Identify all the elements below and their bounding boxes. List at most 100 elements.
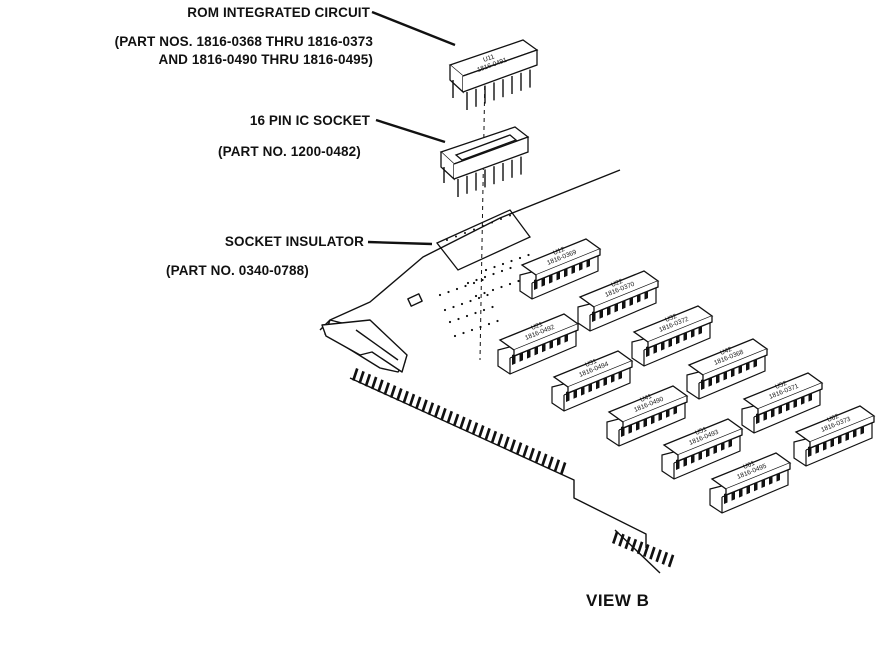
chip-ref: U51 [694, 426, 708, 437]
connector-finger [383, 382, 390, 396]
connector-finger [649, 546, 656, 560]
solder-pad [457, 317, 460, 321]
solder-pad [460, 302, 464, 306]
solder-pad [438, 293, 442, 297]
connector-finger [612, 531, 619, 544]
connector-finger [352, 368, 359, 381]
connector-finger [618, 533, 625, 547]
solder-pad [464, 232, 466, 234]
solder-pad [500, 269, 504, 273]
solder-pad [509, 214, 511, 217]
chip-ref: U21 [530, 321, 544, 332]
connector-finger [408, 393, 416, 407]
connector-finger [440, 407, 447, 421]
connector-finger [522, 444, 529, 458]
connector-finger [509, 439, 516, 453]
socket-insulator-exploded [435, 209, 531, 271]
solder-pad [527, 253, 530, 257]
solder-pad [491, 305, 494, 309]
solder-pad [501, 262, 505, 266]
rom-callout-line2: (PART NOS. 1816-0368 THRU 1816-0373 [114, 34, 373, 49]
solder-pad [464, 284, 467, 288]
solder-pad [508, 282, 512, 286]
connector-finger [459, 416, 466, 430]
solder-pad [475, 278, 478, 282]
connector-finger [624, 536, 631, 550]
connector-finger [427, 402, 435, 416]
connector-finger [553, 459, 561, 473]
solder-pad [469, 299, 472, 303]
connector-finger [471, 422, 479, 436]
connector-finger [528, 447, 535, 461]
leader-rom [371, 10, 456, 47]
exploded-chip-ref: U11 [482, 53, 496, 64]
insulator-callout-title: SOCKET INSULATOR [224, 234, 364, 249]
rom-callout-title: ROM INTEGRATED CIRCUIT [187, 5, 370, 20]
solder-pad [455, 235, 457, 238]
connector-finger [547, 456, 554, 470]
connector-finger [370, 376, 378, 390]
socket-callout-title: 16 PIN IC SOCKET [249, 113, 370, 128]
connector-finger [364, 373, 372, 387]
solder-pad [465, 314, 469, 318]
solder-pad [462, 331, 465, 335]
connector-finger [541, 453, 548, 467]
chip-ref: U62 [826, 413, 840, 424]
chip-ref: U42 [719, 346, 733, 357]
solder-pad [491, 221, 493, 224]
connector-finger [484, 427, 491, 441]
solder-pad [500, 285, 503, 289]
board-solder-pads [438, 214, 530, 338]
solder-pad [487, 322, 491, 326]
connector-finger [534, 450, 542, 464]
connector-finger [630, 538, 638, 552]
solder-pad [484, 268, 488, 272]
solder-pad [453, 334, 457, 338]
rom-callout-parts: (PART NOS. 1816-0368 THRU 1816-0373 AND … [0, 34, 373, 68]
connector-finger [415, 396, 422, 410]
solder-pad [483, 291, 486, 295]
chip-ref: U12 [552, 246, 566, 257]
ic-socket-exploded [439, 126, 530, 197]
insulator-callout-part: (PART NO. 0340-0788) [166, 263, 309, 278]
connector-finger [433, 405, 441, 419]
connector-finger [446, 410, 453, 424]
connector-finger [643, 544, 650, 557]
connector-finger [636, 541, 644, 555]
solder-pad [509, 266, 512, 270]
chip-ref: U61 [742, 460, 756, 471]
solder-pad [452, 305, 455, 309]
connector-finger [496, 433, 504, 447]
rom-callout: ROM INTEGRATED CIRCUIT [40, 5, 370, 21]
solder-pad [491, 288, 495, 292]
socket-callout-part: (PART NO. 1200-0482) [218, 144, 361, 159]
leader-insulator [367, 240, 433, 246]
solder-pad [472, 281, 476, 285]
chip-ref: U41 [639, 393, 653, 404]
solder-pad [474, 311, 477, 315]
edge-connector-fingers-end [612, 531, 675, 568]
rom-callout-line3: AND 1816-0490 THRU 1816-0495) [158, 52, 373, 67]
socket-callout: 16 PIN IC SOCKET [40, 113, 370, 129]
exploded-assembly: U11 1816-0491 [367, 10, 539, 361]
connector-finger [655, 549, 662, 563]
solder-pad [510, 259, 513, 263]
connector-finger [396, 387, 403, 401]
edge-connector-fingers [352, 368, 567, 476]
solder-pad [496, 319, 499, 323]
leader-socket [375, 118, 446, 144]
solder-pad [486, 293, 489, 297]
connector-finger [661, 551, 669, 565]
connector-finger [503, 436, 510, 450]
